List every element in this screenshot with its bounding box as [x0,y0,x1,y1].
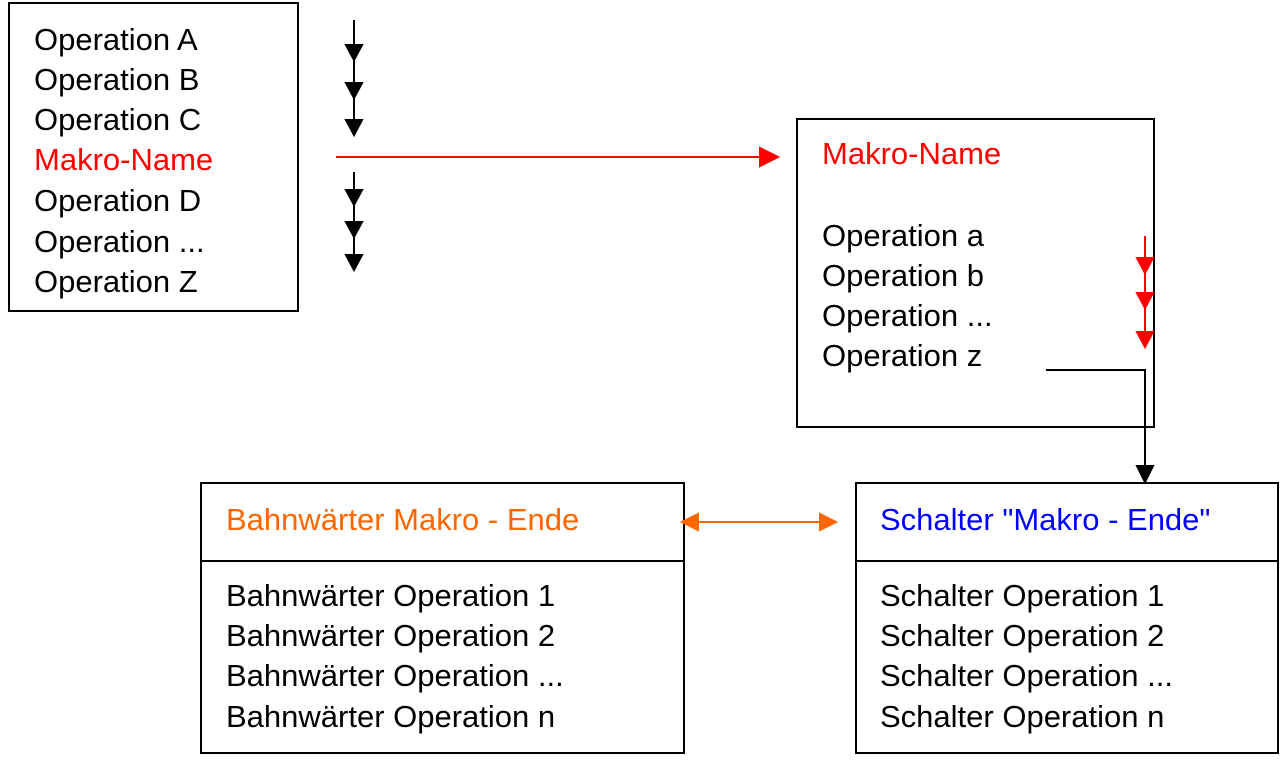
bahnwaerter-title: Bahnwärter Makro - Ende [226,502,580,537]
bahnwaerter-op-n: Bahnwärter Operation n [226,699,556,734]
bahnwaerter-box: Bahnwärter Makro - Ende Bahnwärter Opera… [200,482,685,754]
macro-title: Makro-Name [822,136,1002,171]
bahnwaerter-op-2: Bahnwärter Operation 2 [226,618,556,653]
macro-op-z: Operation z [822,338,983,373]
macro-op-a: Operation a [822,218,984,253]
macro-end-arrow [1046,369,1155,485]
schalter-box: Schalter "Makro - Ende" Schalter Operati… [855,482,1279,754]
schalter-op-n: Schalter Operation n [880,699,1165,734]
main-op-ellipsis: Operation ... [34,224,205,259]
main-op-z: Operation Z [34,264,198,299]
schalter-op-2: Schalter Operation 2 [880,618,1165,653]
schalter-op-ellipsis: Schalter Operation ... [880,658,1173,693]
main-sequence-box: Operation A Operation B Operation C Makr… [8,2,299,312]
macro-op-b: Operation b [822,258,984,293]
bahnwaerter-op-1: Bahnwärter Operation 1 [226,578,556,613]
schalter-divider [857,560,1277,562]
macro-flow-arrows [1135,236,1155,350]
main-op-c: Operation C [34,102,202,137]
schalter-title: Schalter "Makro - Ende" [880,502,1211,537]
bahnwaerter-divider [202,560,683,562]
macro-definition-box: Makro-Name Operation a Operation b Opera… [796,118,1155,428]
macro-call-arrow [336,146,781,168]
main-op-d: Operation D [34,183,202,218]
main-op-a: Operation A [34,22,198,57]
bidirectional-arrow [679,512,839,532]
macro-op-ellipsis: Operation ... [822,298,993,333]
main-op-b: Operation B [34,62,200,97]
main-flow-arrows [344,20,364,273]
bahnwaerter-op-ellipsis: Bahnwärter Operation ... [226,658,564,693]
main-macro-call: Makro-Name [34,142,214,177]
schalter-op-1: Schalter Operation 1 [880,578,1165,613]
